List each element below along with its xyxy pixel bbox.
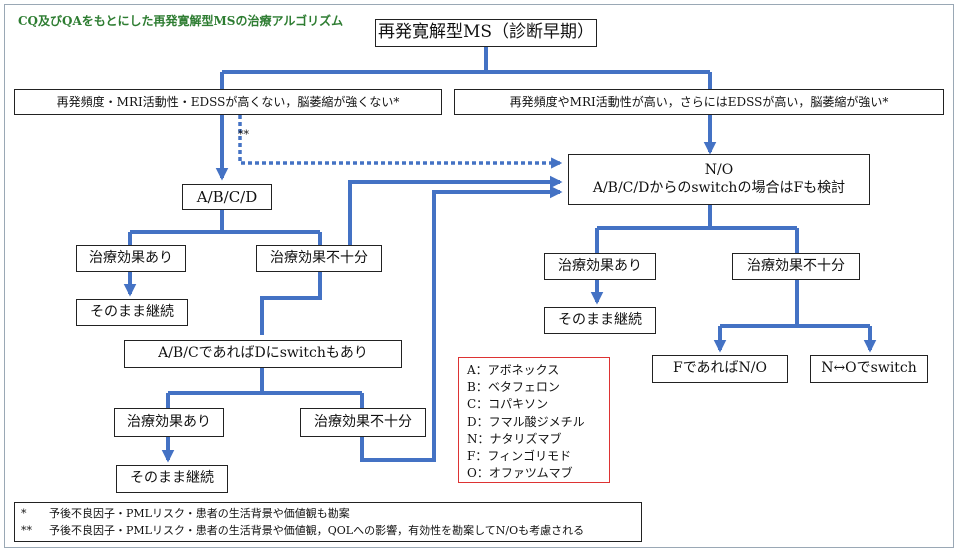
- node-effect-ok-1-label: 治療効果あり: [89, 249, 173, 266]
- node-effect-insufficient-2: 治療効果不十分: [300, 408, 426, 437]
- legend-item: N：ナタリズマブ: [467, 431, 562, 446]
- node-continue-3: そのまま継続: [544, 307, 656, 334]
- legend-item: F：フィンゴリモド: [467, 449, 572, 464]
- arrow-eff-ng-2-to-no: [360, 185, 563, 462]
- footnote-2: ** 予後不良因子・PMLリスク・患者の生活背景や価値観，QOLへの影響，有効性を…: [21, 522, 635, 539]
- node-high-activity-label: 再発頻度やMRI活動性が高い，さらにはEDSSが高い，脳萎縮が強い*: [509, 94, 889, 109]
- node-no-line2: A/B/C/Dからのswitchの場合はFも検討: [592, 179, 846, 196]
- drug-legend: A：アボネックス B：ベタフェロン C：コパキソン D：フマル酸ジメチル N：ナ…: [458, 357, 610, 483]
- footnote-2-text: 予後不良因子・PMLリスク・患者の生活背景や価値観，QOLへの影響，有効性を勘案…: [49, 524, 585, 537]
- node-continue-2-label: そのまま継続: [130, 470, 214, 487]
- footnote-2-mark: **: [21, 524, 32, 537]
- legend-item: D：フマル酸ジメチル: [467, 414, 585, 429]
- node-low-activity: 再発頻度・MRI活動性・EDSSが高くない，脳萎縮が強くない*: [14, 89, 442, 115]
- connector-eff-ng-1-down: [260, 272, 322, 335]
- footnotes: * 予後不良因子・PMLリスク・患者の生活背景や価値観も勘案 ** 予後不良因子・P…: [14, 502, 642, 542]
- node-effect-insufficient-1-label: 治療効果不十分: [270, 249, 368, 266]
- node-effect-ok-2-label: 治療効果あり: [127, 413, 211, 430]
- node-effect-ok-1: 治療効果あり: [76, 245, 186, 272]
- node-rrms-early: 再発寛解型MS（診断早期）: [375, 19, 597, 47]
- node-rrms-early-label: 再発寛解型MS（診断早期）: [377, 22, 595, 43]
- node-n-o-switch: N↔Oでswitch: [810, 355, 928, 383]
- node-n-o-switch-label: N↔Oでswitch: [821, 360, 917, 377]
- node-abcd: A/B/C/D: [182, 184, 272, 210]
- node-effect-insufficient-2-label: 治療効果不十分: [314, 413, 412, 430]
- figure-frame: [4, 4, 954, 548]
- node-effect-insufficient-3-label: 治療効果不十分: [747, 257, 845, 274]
- node-continue-2: そのまま継続: [116, 465, 228, 493]
- node-effect-insufficient-1: 治療効果不十分: [256, 245, 382, 272]
- node-continue-3-label: そのまま継続: [558, 311, 642, 328]
- node-effect-insufficient-3: 治療効果不十分: [732, 253, 860, 280]
- node-abc-switch-to-d: A/B/CであればDにswitchもあり: [124, 340, 402, 368]
- arrow-eff-ng-1-to-no: [348, 175, 563, 245]
- node-high-activity: 再発頻度やMRI活動性が高い，さらにはEDSSが高い，脳萎縮が強い*: [454, 89, 944, 115]
- figure-caption: CQ及びQAをもとにした再発寛解型MSの治療アルゴリズム: [18, 14, 344, 28]
- footnote-1: * 予後不良因子・PMLリスク・患者の生活背景や価値観も勘案: [21, 505, 635, 522]
- node-low-activity-label: 再発頻度・MRI活動性・EDSSが高くない，脳萎縮が強くない*: [56, 94, 400, 109]
- dashed-connector-to-no: [238, 115, 563, 169]
- footnote-1-mark: *: [21, 507, 27, 520]
- node-effect-ok-3-label: 治療効果あり: [558, 257, 642, 274]
- node-f-then-no-label: FであればN/O: [672, 360, 768, 377]
- dashed-connector-label: **: [238, 128, 249, 141]
- legend-item: C：コパキソン: [467, 397, 549, 412]
- legend-item: A：アボネックス: [467, 363, 560, 377]
- node-no: N/O A/B/C/Dからのswitchの場合はFも検討: [568, 154, 870, 205]
- node-continue-1: そのまま継続: [76, 299, 188, 326]
- node-effect-ok-3: 治療効果あり: [544, 253, 656, 280]
- node-effect-ok-2: 治療効果あり: [114, 408, 224, 437]
- node-f-then-no: FであればN/O: [652, 355, 788, 383]
- footnote-1-text: 予後不良因子・PMLリスク・患者の生活背景や価値観も勘案: [49, 507, 350, 520]
- node-continue-1-label: そのまま継続: [90, 303, 174, 320]
- legend-item: B：ベタフェロン: [467, 380, 560, 395]
- node-abc-switch-to-d-label: A/B/CであればDにswitchもあり: [158, 345, 368, 362]
- legend-item: O：オファツムマブ: [467, 466, 573, 481]
- node-no-line1: N/O: [704, 162, 734, 178]
- node-abcd-label: A/B/C/D: [196, 187, 258, 206]
